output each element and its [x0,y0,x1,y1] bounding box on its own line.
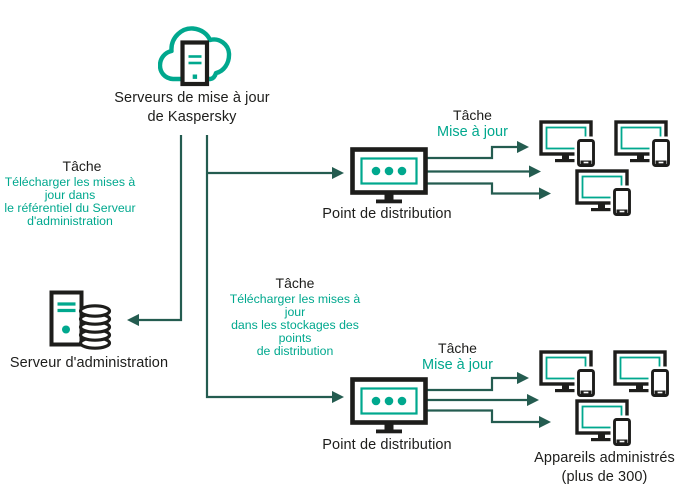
administration-server-icon [49,290,112,350]
managed-devices-label-line1: Appareils administrés [534,450,675,466]
update-servers-label-line1: Serveurs de mise à jour [114,90,270,106]
task-download-admin-desc: Télécharger les mises à jour dans le réf… [4,175,136,228]
connector-cloud-to-admin-server [126,135,183,327]
update-servers-label: Serveurs de mise à jour de Kaspersky [92,89,292,127]
distribution-point-top-icon [350,147,428,204]
task-download-dp-desc: Télécharger les mises à jour dans les st… [229,292,361,358]
database-disks-shape [78,304,112,350]
kaspersky-update-servers-icon [158,26,232,87]
distribution-point-top-label: Point de distribution [322,206,452,222]
task-update-top-title: Tâche [453,107,492,123]
managed-device-icon [575,169,633,218]
task-download-dp-title: Tâche [275,275,315,291]
task-update-bottom-title: Tâche [438,340,477,356]
managed-device-icon [575,399,633,448]
cloud-shape [158,26,232,82]
connector-dp-top-to-device-3 [427,182,552,200]
task-update-top-subtitle: Mise à jour [437,124,508,140]
distribution-point-bottom-label: Point de distribution [322,437,452,453]
connector-cloud-to-dp-bottom [205,135,345,404]
update-servers-label-line2: de Kaspersky [147,109,237,125]
managed-devices-label: Appareils administrés (plus de 300) [512,449,686,487]
managed-device-icon [614,120,672,169]
distribution-point-bottom-icon [350,377,428,434]
task-download-admin-title: Tâche [62,158,102,174]
managed-devices-label-line2: (plus de 300) [561,469,648,485]
connector-dp-bottom-to-device-1 [427,371,530,392]
managed-device-icon [539,350,597,399]
connector-dp-top-to-device-1 [427,140,530,160]
connector-dp-bottom-to-device-3 [427,409,552,429]
managed-device-icon [539,120,597,169]
server-tower-shape [49,290,84,347]
admin-server-label: Serveur d'administration [9,355,169,371]
managed-device-icon [613,350,671,399]
task-update-bottom-subtitle: Mise à jour [422,357,493,373]
